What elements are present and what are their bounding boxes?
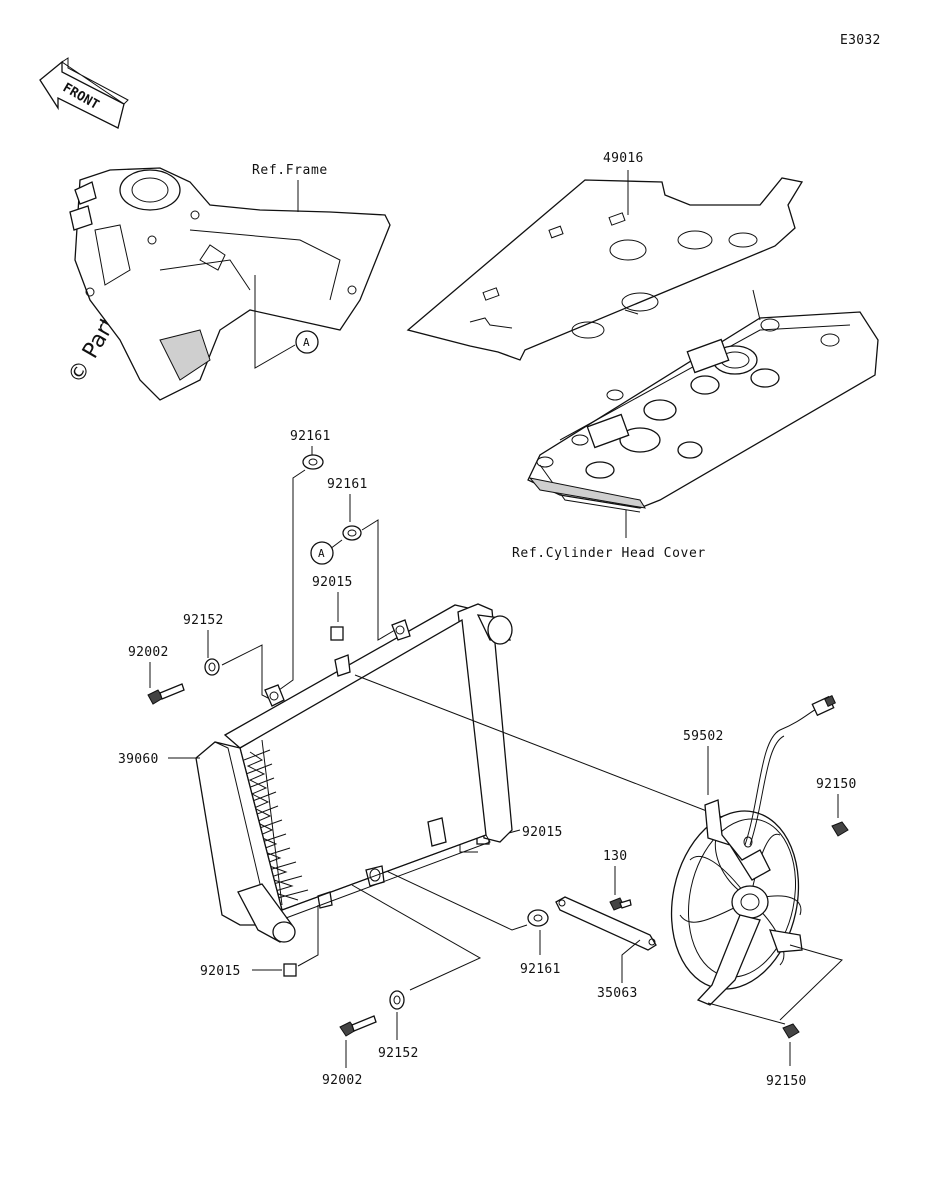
part-label-92161-low: 92161 <box>520 962 561 977</box>
grommet-92161-top <box>302 454 324 470</box>
part-label-35063: 35063 <box>597 986 638 1001</box>
part-label-92150-top: 92150 <box>816 777 857 792</box>
part-label-92002-bottom: 92002 <box>322 1073 363 1088</box>
collar-92152-bottom <box>389 990 405 1010</box>
part-label-92015-right: 92015 <box>522 825 563 840</box>
part-label-92161-mid: 92161 <box>327 477 368 492</box>
fan-assembly-59502 <box>670 695 836 1006</box>
grommet-92161-mid <box>342 525 362 541</box>
part-label-92150-bottom: 92150 <box>766 1074 807 1089</box>
ref-frame-label: Ref.Frame <box>252 163 328 178</box>
nut-92150-bottom <box>782 1023 800 1039</box>
part-label-39060: 39060 <box>118 752 159 767</box>
cylinder-head-cover-reference-drawing <box>527 311 879 513</box>
clip-92015-top <box>330 626 344 641</box>
clip-92015-bottom <box>283 963 297 977</box>
callout-a-top-label: A <box>303 336 310 349</box>
bolt-92002-bottom <box>339 1015 377 1037</box>
part-label-92015-bottom: 92015 <box>200 964 241 979</box>
collar-92152-top <box>204 658 220 676</box>
front-arrow-icon: FRONT <box>39 57 129 129</box>
part-label-92152-top: 92152 <box>183 613 224 628</box>
grommet-92161-low <box>527 909 549 927</box>
frame-reference-drawing <box>69 167 391 401</box>
bolt-92002-top <box>147 683 185 705</box>
callout-a-top <box>295 330 319 354</box>
bracket-35063 <box>555 896 657 951</box>
part-label-49016: 49016 <box>603 151 644 166</box>
diagram-code: E3032 <box>840 33 881 48</box>
radiator-39060 <box>195 603 513 943</box>
gasket-49016 <box>406 177 804 361</box>
part-label-59502: 59502 <box>683 729 724 744</box>
callout-a-mid <box>310 541 334 565</box>
part-label-92015-top: 92015 <box>312 575 353 590</box>
part-label-92152-bottom: 92152 <box>378 1046 419 1061</box>
callout-a-mid-label: A <box>318 547 325 560</box>
part-label-130: 130 <box>603 849 627 864</box>
part-label-92161-top: 92161 <box>290 429 331 444</box>
ref-cylinder-head-cover-label: Ref.Cylinder Head Cover <box>512 546 706 561</box>
nut-92150-top <box>831 821 849 837</box>
bolt-130 <box>609 897 632 911</box>
part-label-92002-top: 92002 <box>128 645 169 660</box>
